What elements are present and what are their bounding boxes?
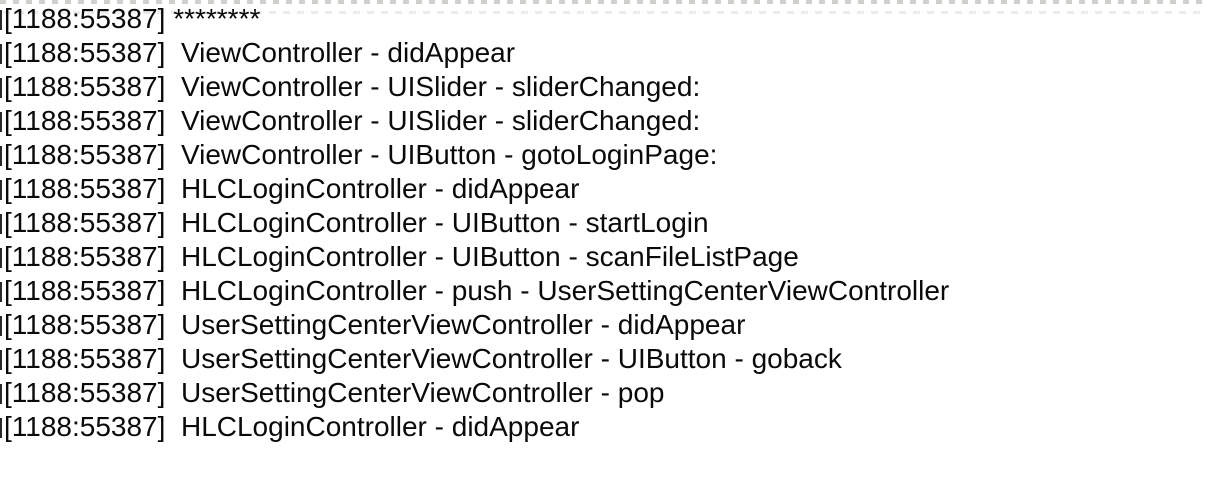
log-line: [1188:55387] UserSettingCenterViewContro… — [0, 376, 1206, 410]
log-line: [1188:55387] HLCLoginController - UIButt… — [0, 206, 1206, 240]
log-line: [1188:55387] UserSettingCenterViewContro… — [0, 308, 1206, 342]
log-line: [1188:55387] ViewController - UISlider -… — [0, 104, 1206, 138]
log-line: [1188:55387] ViewController - didAppear — [0, 36, 1206, 70]
log-line: [1188:55387] HLCLoginController - UIButt… — [0, 240, 1206, 274]
log-line: [1188:55387] ViewController - UISlider -… — [0, 70, 1206, 104]
log-lines: [1188:55387] ******** [1188:55387] ViewC… — [0, 2, 1206, 444]
log-line: [1188:55387] HLCLoginController - didApp… — [0, 172, 1206, 206]
log-line: [1188:55387] UserSettingCenterViewContro… — [0, 342, 1206, 376]
log-line: [1188:55387] HLCLoginController - push -… — [0, 274, 1206, 308]
log-line: [1188:55387] HLCLoginController - didApp… — [0, 410, 1206, 444]
log-line: [1188:55387] ******** — [0, 2, 1206, 36]
log-line: [1188:55387] ViewController - UIButton -… — [0, 138, 1206, 172]
